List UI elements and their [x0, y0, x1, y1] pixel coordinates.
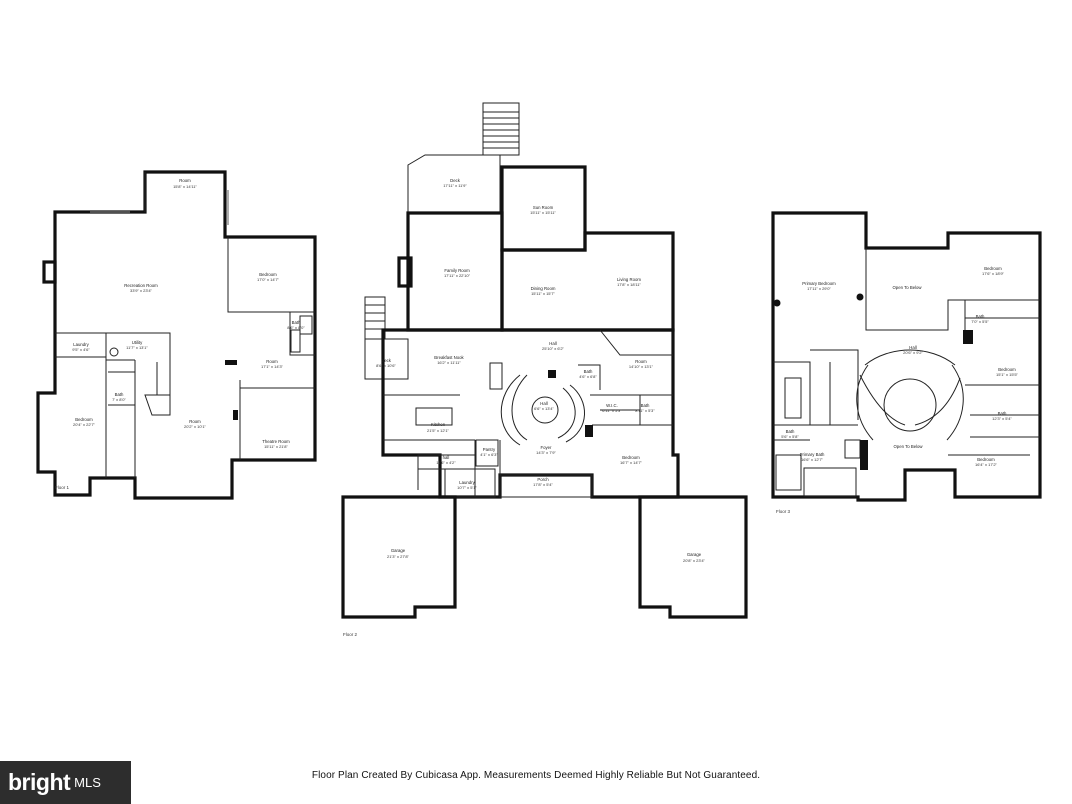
room-label-f1-theatre: Theatre Room — [262, 439, 290, 444]
room-label-f2-laundry: Laundry — [459, 480, 475, 485]
room-dims-f2-living: 17'8" x 18'11" — [617, 282, 641, 287]
room-dims-f3-bath-3: 5'6" x 5'8" — [781, 434, 799, 439]
room-label-f2-breakfast: Breakfast Nook — [434, 355, 464, 360]
room-label-f1-bedroom-2: Bedroom — [75, 417, 93, 422]
room-label-f3-primary-bedroom: Primary Bedroom — [802, 281, 836, 286]
room-label-f2-bath: Bath — [584, 369, 593, 374]
room-label-f3-bath: Bath — [976, 314, 985, 319]
room-dims-f3-bedroom-2: 15'1" x 15'5" — [996, 372, 1019, 377]
floor-label-3: Floor 3 — [776, 509, 791, 514]
logo-mls-text: MLS — [74, 775, 101, 790]
room-dims-f2-sun-room: 15'11" x 15'11" — [530, 210, 556, 215]
room-dims-f2-bath: 4'6" x 6'8" — [579, 374, 597, 379]
room-dims-f2-hall-3: 11'6" x 4'2" — [436, 460, 456, 465]
room-label-f2-bath-2: Bath — [641, 403, 650, 408]
room-label-f3-hall: Hall — [909, 345, 916, 350]
room-label-f2-foyer: Foyer — [541, 445, 553, 450]
room-dims-f3-bath-2: 12'3" x 5'4" — [992, 416, 1012, 421]
room-label-f1-bedroom: Bedroom — [259, 272, 277, 277]
room-label-f1-room-south: Room — [189, 419, 201, 424]
room-label-f2-bedroom: Bedroom — [622, 455, 640, 460]
room-dims-f3-bedroom-3: 16'4" x 17'2" — [975, 462, 998, 467]
room-dims-f3-bath: 7'0" x 5'5" — [971, 319, 989, 324]
room-dims-f2-garage-1: 21'3" x 27'8" — [387, 554, 410, 559]
room-label-f1-room-middle: Room — [266, 359, 278, 364]
footer-disclaimer: Floor Plan Created By Cubicasa App. Meas… — [311, 770, 761, 781]
room-dims-f2-wic: 6'11" x 5'3" — [602, 408, 622, 413]
room-label-f2-garage-2: Garage — [687, 552, 702, 557]
room-dims-f1-recreation: 33'9" x 23'4" — [130, 288, 153, 293]
room-label-f2-deck-2: Deck — [381, 358, 392, 363]
room-label-f2-garage-1: Garage — [391, 548, 406, 553]
room-dims-f2-family: 17'11" x 22'10" — [444, 273, 471, 278]
room-dims-f3-primary-bedroom: 17'11" x 29'0" — [807, 286, 831, 291]
floor-2-plan — [341, 102, 748, 619]
room-dims-f2-room: 14'10" x 13'1" — [629, 364, 654, 369]
room-label-f1-room-north: Room — [179, 178, 191, 183]
room-dims-f2-porch: 17'8" x 5'4" — [533, 482, 553, 487]
room-dims-f1-bedroom-2: 20'4" x 22'7" — [73, 422, 96, 427]
room-label-f1-utility: Utility — [132, 340, 143, 345]
room-label-f1-bath: Bath — [292, 320, 301, 325]
room-label-f2-hall: Hall — [549, 341, 556, 346]
room-label-f2-sun-room: Sun Room — [533, 205, 554, 210]
logo-brand-text: bright — [8, 769, 71, 795]
room-dims-f1-room-north: 15'8" x 14'11" — [173, 184, 197, 189]
room-dims-f2-laundry: 10'7" x 5'1" — [457, 485, 477, 490]
room-dims-f1-utility: 11'7" x 13'1" — [126, 345, 148, 350]
room-label-f2-living: Living Room — [617, 277, 641, 282]
room-dims-f1-laundry: 9'5" x 4'6" — [72, 347, 90, 352]
room-label-f1-recreation: Recreation Room — [124, 283, 158, 288]
room-dims-f2-breakfast: 16'2" x 11'11" — [437, 360, 461, 365]
room-label-f2-hall-3: hall — [443, 455, 450, 460]
room-label-f3-bedroom-3: Bedroom — [977, 457, 995, 462]
room-label-f3-primary-bath: Primary Bath — [800, 452, 825, 457]
room-label-f2-hall-2: Hall — [540, 401, 547, 406]
room-label-f2-pantry: Pantry — [483, 447, 496, 452]
floor-1-plan — [36, 170, 317, 500]
room-label-f2-wic: W.I.C. — [606, 403, 618, 408]
room-label-f2-porch: Porch — [537, 477, 549, 482]
room-label-f2-dining: Dining Room — [531, 286, 556, 291]
room-label-f2-deck: Deck — [450, 178, 461, 183]
room-dims-f3-primary-bath: 16'6" x 12'7" — [801, 457, 824, 462]
room-dims-f1-bath-2: 7' x 8'0" — [112, 397, 126, 402]
room-label-f3-open-to-below-2: Open To Below — [893, 444, 923, 449]
floor-label-1: Floor 1 — [55, 485, 70, 490]
room-dims-f3-hall: 20'6" x 9'2" — [903, 350, 923, 355]
room-dims-f1-theatre: 15'11" x 21'8" — [264, 444, 288, 449]
room-dims-f2-bedroom: 16'7" x 14'7" — [620, 460, 643, 465]
room-dims-f2-kitchen: 21'5" x 12'1" — [427, 428, 450, 433]
room-label-f2-kitchen: Kitchen — [431, 422, 446, 427]
floor-3-plan — [771, 211, 1042, 502]
room-label-f2-family: Family Room — [444, 268, 470, 273]
room-dims-f2-dining: 15'11" x 15'7" — [531, 291, 555, 296]
room-dims-f2-pantry: 4'1" x 6'3" — [480, 452, 498, 457]
room-dims-f2-hall: 25'10" x 6'2" — [542, 346, 565, 351]
bright-mls-logo: bright MLS — [0, 761, 131, 804]
room-label-f3-bath-2: Bath — [998, 411, 1007, 416]
room-label-f1-bath-2: Bath — [115, 392, 124, 397]
room-dims-f2-garage-2: 20'8" x 23'4" — [683, 558, 706, 563]
room-label-f1-laundry: Laundry — [73, 342, 89, 347]
room-label-f3-bath-3: Bath — [786, 429, 795, 434]
room-label-f2-room: Room — [635, 359, 647, 364]
room-dims-f1-room-middle: 17'1" x 14'3" — [261, 364, 284, 369]
room-label-f3-open-to-below: Open To Below — [892, 285, 922, 290]
room-dims-f2-hall-2: 6'6" x 13'4" — [534, 406, 554, 411]
room-label-f3-bedroom: Bedroom — [984, 266, 1002, 271]
room-dims-f2-foyer: 14'3" x 7'9" — [536, 450, 556, 455]
room-dims-f3-bedroom: 17'6" x 18'9" — [982, 271, 1005, 276]
room-dims-f1-bath: 8'6" x 8'0" — [287, 325, 305, 330]
room-label-f3-bedroom-2: Bedroom — [998, 367, 1016, 372]
room-dims-f1-room-south: 20'2" x 10'1" — [184, 424, 207, 429]
room-dims-f2-bath-2: 8'11" x 5'3" — [635, 408, 655, 413]
room-dims-f1-bedroom: 17'0" x 14'7" — [257, 277, 280, 282]
room-dims-f2-deck: 17'11" x 11'9" — [443, 183, 467, 188]
floor-label-2: Floor 2 — [343, 632, 358, 637]
room-dims-f2-deck-2: 8'6" x 10'6" — [376, 363, 396, 368]
